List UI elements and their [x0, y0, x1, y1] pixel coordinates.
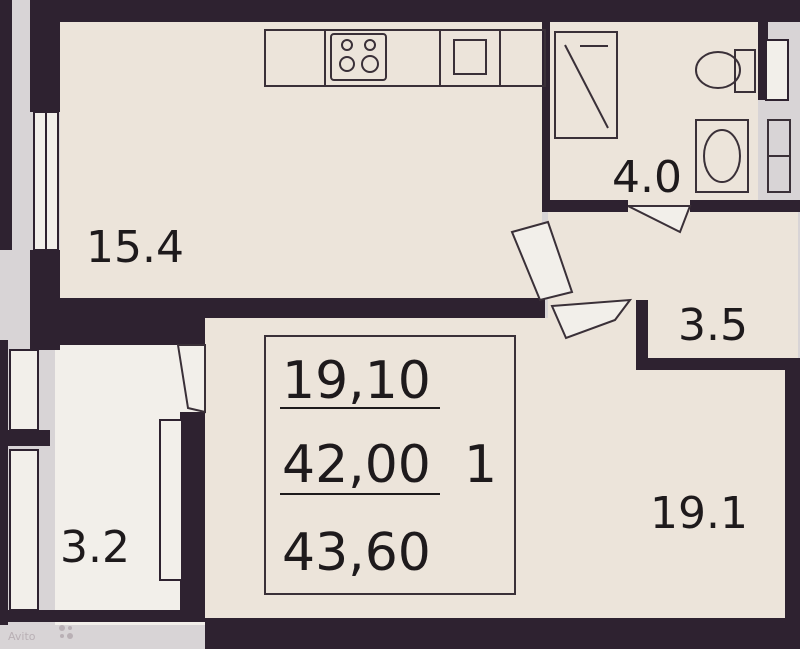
- kitchen-door: [510, 220, 574, 302]
- living-area-label: 19.1: [650, 488, 748, 539]
- balcony-area-label: 3.2: [60, 522, 130, 573]
- wall-bottom: [205, 618, 800, 649]
- summary-total-with-balcony: 43,60: [282, 523, 431, 583]
- wall-left-upper: [30, 0, 60, 112]
- summary-living-area: 19,10: [282, 351, 431, 411]
- wall-kitchen-living: [55, 298, 545, 318]
- wall-kitchen-bath: [542, 22, 550, 212]
- windows: [9, 39, 789, 611]
- balcony-door: [176, 344, 206, 414]
- summary-room-count: 1: [464, 435, 497, 495]
- sink-icon: [453, 39, 487, 75]
- summary-box: [264, 335, 516, 595]
- balcony-frame-mid: [0, 430, 50, 446]
- bath-shelf-icon: [767, 119, 791, 193]
- wall-closet-left: [636, 300, 648, 364]
- doors: [176, 205, 692, 414]
- kitchen-counter: [264, 29, 546, 87]
- watermark-text: Avito: [8, 630, 36, 643]
- stove-icon: [330, 33, 387, 81]
- watermark-logo-icon: [59, 625, 73, 639]
- wall-top: [60, 0, 800, 22]
- bathroom-area-label: 4.0: [612, 152, 682, 203]
- summary-total-area: 42,00: [282, 435, 431, 495]
- kitchen-floor: [60, 22, 542, 298]
- shower-icon: [554, 31, 618, 139]
- balcony-door-window: [159, 419, 183, 581]
- wall-bath-bottom-right: [690, 200, 800, 212]
- wall-living-balcony: [180, 412, 205, 618]
- counter: [264, 29, 546, 87]
- washbasin-icon: [695, 119, 749, 193]
- wall-closet-bottom: [636, 358, 800, 370]
- living-door: [550, 298, 633, 340]
- wall-bath-bottom-left: [548, 200, 628, 212]
- balcony-window-upper: [9, 349, 39, 431]
- kitchen-area-label: 15.4: [86, 222, 184, 273]
- hall-area-label: 3.5: [678, 300, 748, 351]
- wall-right-lower: [785, 370, 800, 618]
- bath-window: [765, 39, 789, 101]
- bathroom-door: [627, 205, 692, 234]
- wall-balcony-top: [30, 318, 205, 345]
- toilet-icon: [695, 49, 756, 93]
- balcony-window-lower: [9, 449, 39, 611]
- wall-right-upper: [758, 0, 768, 100]
- balcony-frame-left: [0, 340, 8, 625]
- balcony-frame-bottom: [0, 610, 205, 622]
- wall-far-left: [0, 0, 12, 250]
